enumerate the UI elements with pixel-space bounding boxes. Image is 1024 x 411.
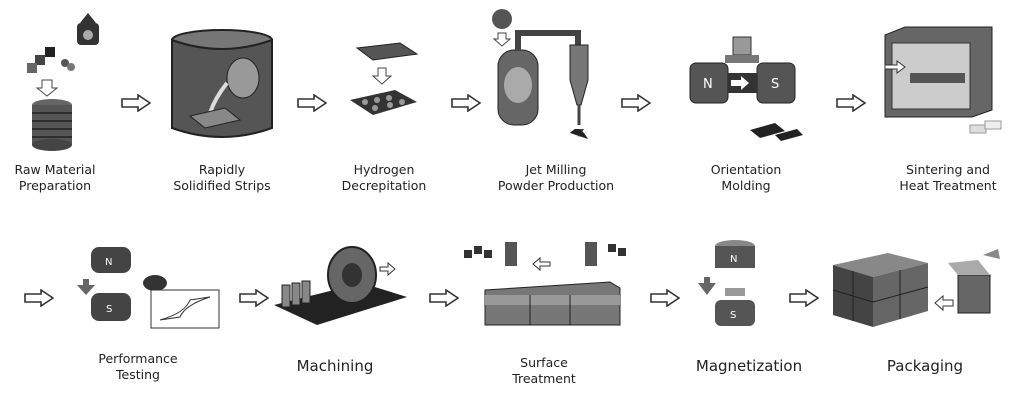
step-label-machining: Machining (296, 357, 374, 375)
label-line: Rapidly (198, 162, 246, 177)
north-pole-label: N (703, 77, 713, 92)
label-line: Jet Milling (525, 162, 587, 177)
arrow-right-icon (621, 94, 651, 112)
sintering-furnace-illustration (884, 26, 1002, 134)
arrow-right-icon (836, 94, 866, 112)
performance-testing-illustration: N S (77, 247, 220, 329)
arrow-right-icon (789, 289, 819, 307)
strip-casting-illustration (171, 29, 273, 138)
label-line: Sintering and (906, 162, 990, 177)
label-line: Hydrogen (353, 162, 415, 177)
label-line: Heat Treatment (899, 178, 997, 193)
arrow-right-icon (451, 94, 481, 112)
jet-milling-illustration (492, 9, 589, 139)
orientation-molding-illustration: N S (689, 36, 803, 141)
label-line: Powder Production (497, 178, 615, 193)
label-line: Decrepitation (341, 178, 427, 193)
step-label-packaging: Packaging (886, 357, 964, 375)
arrow-right-icon (650, 289, 680, 307)
label-line: Orientation (710, 162, 782, 177)
label-line: Raw Material (14, 162, 96, 177)
arrow-right-icon (297, 94, 327, 112)
machining-illustration (274, 246, 407, 325)
label-line: Testing (116, 367, 160, 382)
hydrogen-decrepitation-illustration (350, 42, 419, 115)
label-line: Surface (520, 355, 568, 370)
arrow-right-icon (239, 289, 269, 307)
arrow-right-icon (121, 94, 151, 112)
surface-treatment-illustration (464, 242, 626, 326)
south-pole-label: S (771, 77, 779, 92)
label-line: Preparation (18, 178, 92, 193)
raw-material-illustration (27, 13, 99, 151)
north-pole-label: N (730, 254, 737, 265)
arrow-right-icon (429, 289, 459, 307)
label-line: Treatment (512, 371, 576, 386)
label-line: Performance (98, 351, 178, 366)
south-pole-label: S (106, 304, 112, 315)
south-pole-label: S (730, 310, 736, 321)
north-pole-label: N (105, 257, 112, 268)
packaging-illustration (832, 249, 1000, 327)
step-label-magnetization: Magnetization (695, 357, 803, 375)
arrow-right-icon (24, 289, 54, 307)
label-line: Molding (721, 178, 771, 193)
magnetization-illustration: N S (698, 240, 755, 326)
label-line: Solidified Strips (173, 178, 271, 193)
